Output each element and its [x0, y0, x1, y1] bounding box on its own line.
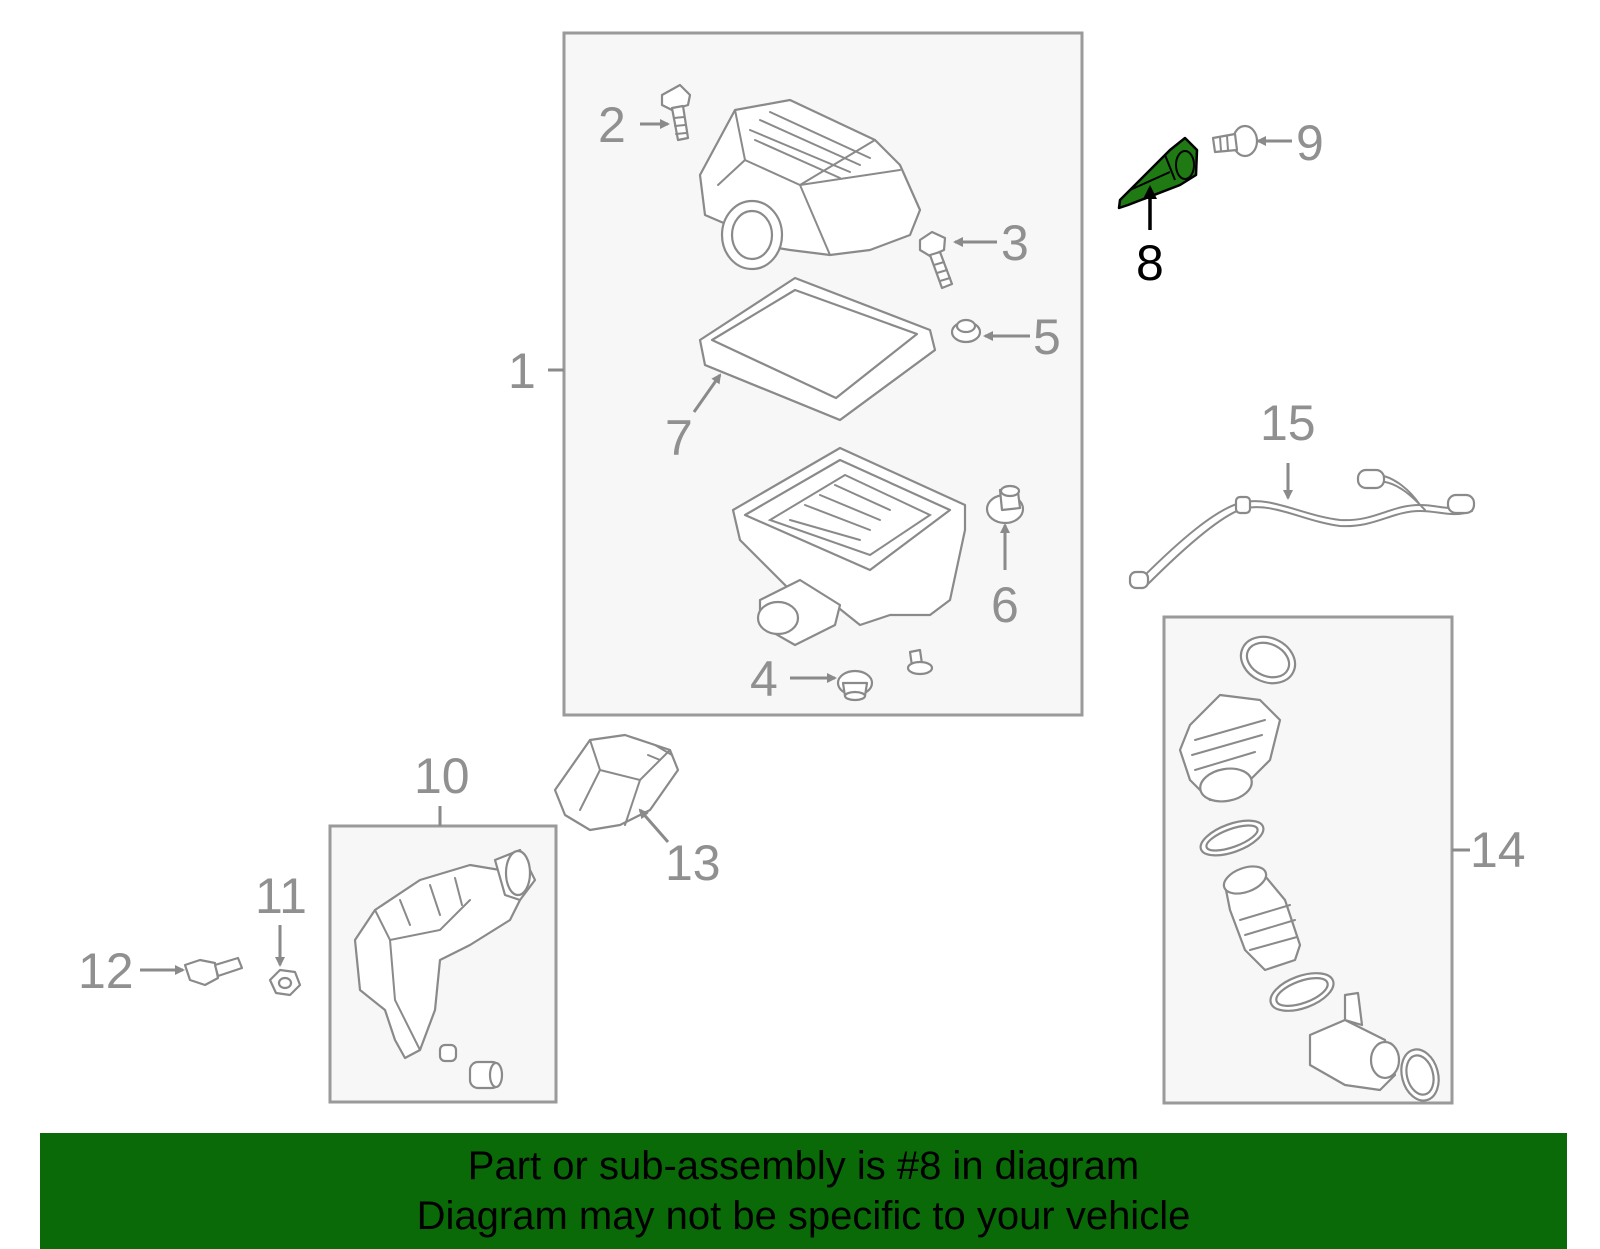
callout-1: 1: [508, 343, 536, 399]
callout-4: 4: [750, 651, 778, 707]
mass-air-flow-sensor-part-8: [1117, 136, 1199, 210]
callout-11: 11: [255, 868, 307, 924]
callout-5: 5: [1033, 309, 1061, 365]
assembly-box-14: [1162, 615, 1454, 1105]
banner-line-1: Part or sub-assembly is #8 in diagram: [467, 1144, 1140, 1188]
resonator-part-10: [353, 848, 537, 1090]
callout-6: 6: [991, 577, 1019, 633]
bolt-part-3: [918, 230, 954, 290]
callout-15: 15: [1260, 395, 1316, 451]
grommet-part-4: [836, 648, 934, 702]
callout-8: 8: [1136, 235, 1164, 291]
banner-line-2: Diagram may not be specific to your vehi…: [416, 1194, 1191, 1238]
callout-7: 7: [665, 410, 693, 466]
grommet-part-5: [950, 318, 982, 344]
grommet-part-6: [985, 484, 1025, 525]
hose-part-15: [1128, 468, 1476, 590]
air-filter-part: [698, 276, 937, 422]
bolt-part-2: [660, 83, 692, 142]
info-banner: Part or sub-assembly is #8 in diagram Di…: [40, 1133, 1567, 1249]
screw-part-9: [1211, 124, 1259, 158]
nut-part-11: [268, 968, 302, 997]
air-cleaner-cover-part: [698, 98, 922, 271]
leader-line-7: [692, 373, 722, 413]
callout-13: 13: [665, 835, 721, 891]
fastener-part-12: [183, 956, 244, 987]
callout-9: 9: [1296, 115, 1324, 171]
leader-line-13: [638, 808, 670, 843]
duct-part-13: [553, 733, 680, 832]
callout-12: 12: [78, 943, 134, 999]
intake-duct-part-14: [1178, 635, 1440, 1102]
callout-2: 2: [598, 97, 626, 153]
callout-10: 10: [414, 748, 470, 804]
callout-14: 14: [1470, 822, 1526, 878]
callout-3: 3: [1001, 215, 1029, 271]
air-cleaner-lower-box-part: [731, 446, 967, 647]
